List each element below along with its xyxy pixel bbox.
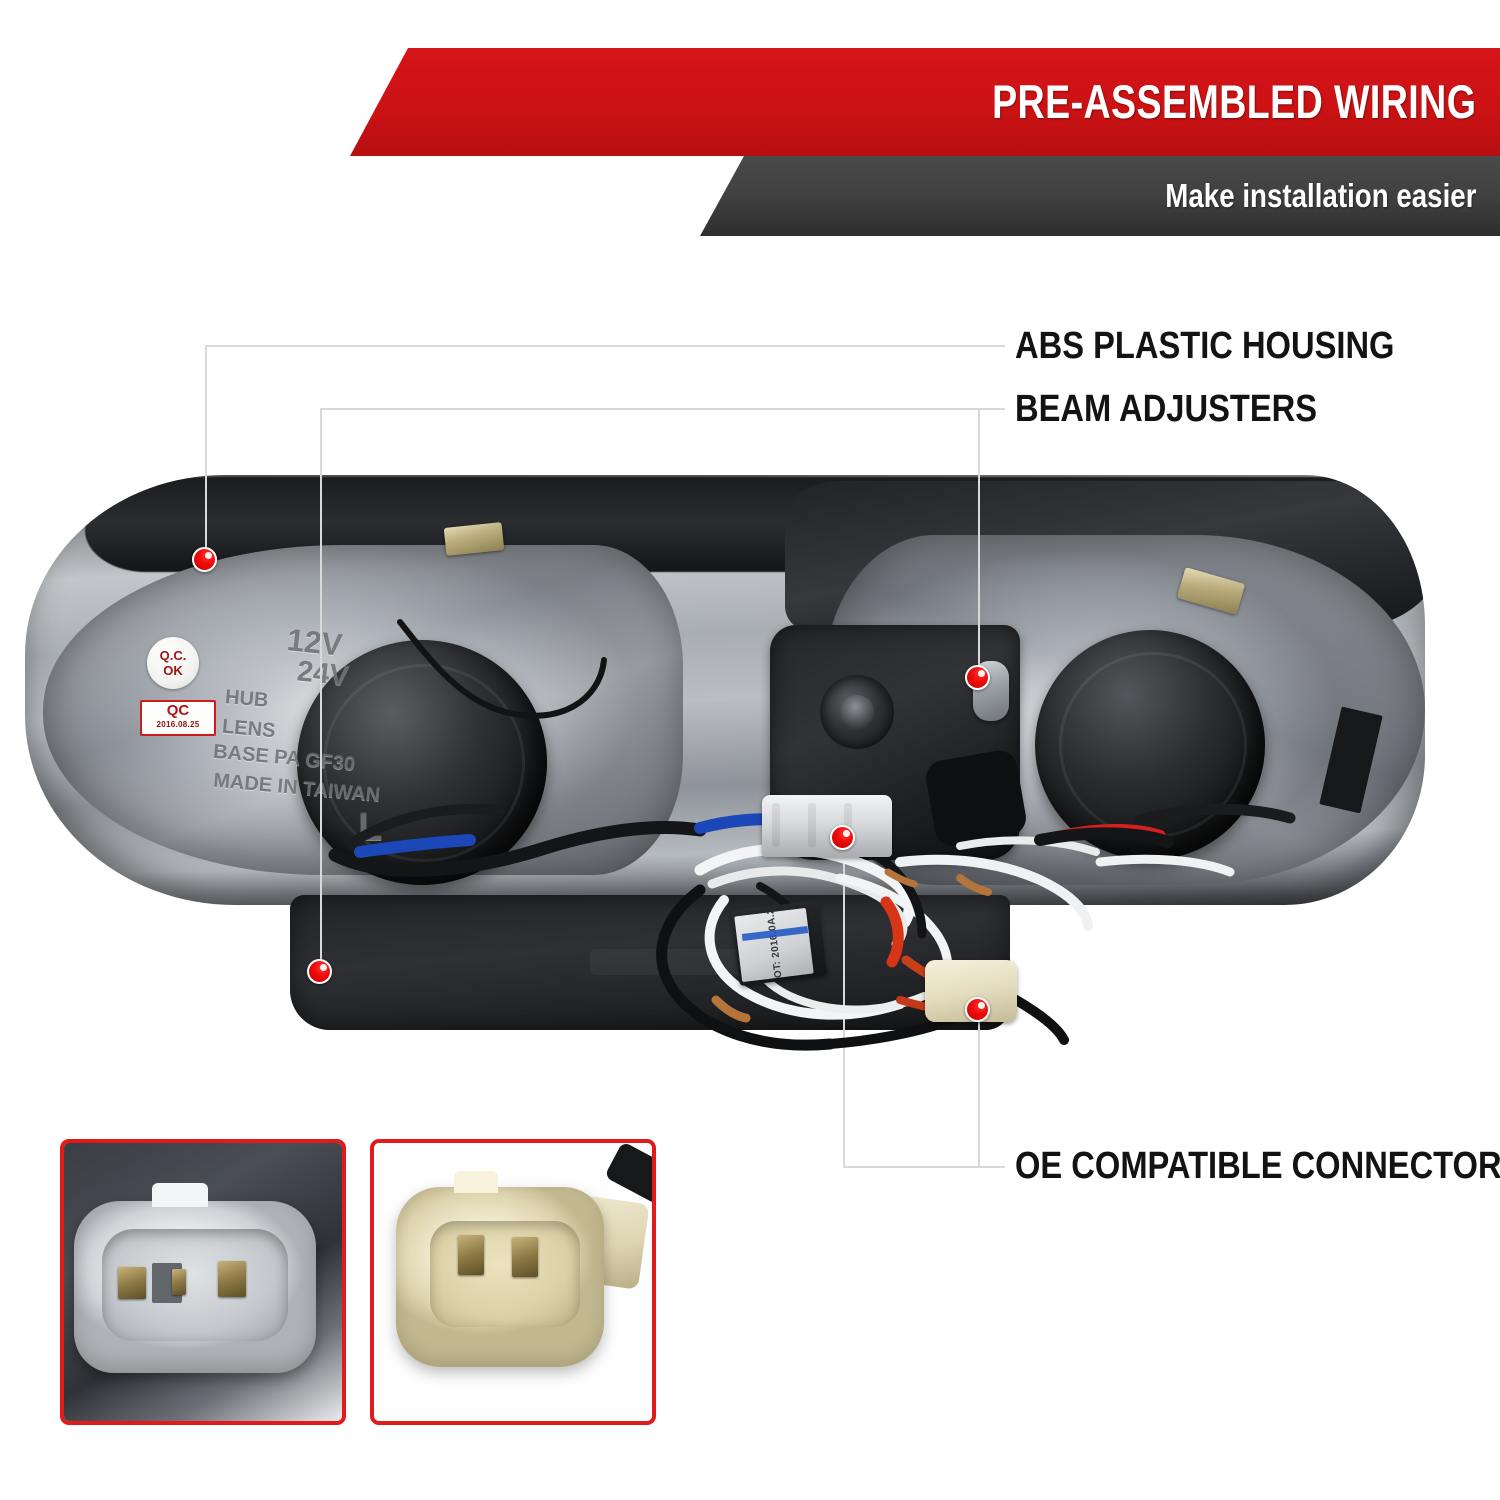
marker-beam-adjuster-screw[interactable] bbox=[965, 665, 990, 690]
leader-oe-horizontal bbox=[843, 1166, 1005, 1168]
callout-label-oe-compatible-connectors: OE COMPATIBLE CONNECTORS bbox=[1015, 1145, 1500, 1187]
marker-housing-lower-left[interactable] bbox=[307, 959, 332, 984]
marker-cream-connector[interactable] bbox=[965, 997, 990, 1022]
qc-date-sticker: QC 2016.08.25 bbox=[140, 700, 216, 736]
inset-photo-white-connector bbox=[60, 1139, 346, 1425]
white-connector-pin-2 bbox=[172, 1269, 186, 1295]
leader-beam-vertical-adjuster bbox=[978, 408, 980, 680]
leader-abs-vertical bbox=[205, 345, 207, 563]
qc-round-line2: OK bbox=[163, 663, 183, 678]
white-connector-pin-1 bbox=[118, 1267, 146, 1299]
marker-abs-plastic-housing[interactable] bbox=[192, 547, 217, 572]
inset-photo-cream-connector bbox=[370, 1139, 656, 1425]
leader-beam-vertical-housing bbox=[320, 408, 322, 976]
header-dark-banner bbox=[700, 156, 1500, 236]
callout-label-abs-plastic-housing: ABS PLASTIC HOUSING bbox=[1015, 325, 1395, 367]
cream-connector-pin-1 bbox=[458, 1235, 484, 1275]
header-title: PRE-ASSEMBLED WIRING bbox=[991, 75, 1476, 128]
leader-abs-horizontal bbox=[205, 345, 1005, 347]
headlight-assembly-photo: 12V 24V HUB LENS BASE PA GF30 MADE IN TA… bbox=[0, 455, 1480, 1095]
bracket-notch bbox=[923, 747, 1029, 849]
callout-label-beam-adjusters: BEAM ADJUSTERS bbox=[1015, 388, 1318, 430]
qc-round-sticker: Q.C. OK bbox=[147, 637, 199, 689]
left-projector-drum bbox=[297, 640, 547, 885]
qc-round-line1: Q.C. bbox=[159, 648, 187, 663]
cream-connector-body bbox=[396, 1171, 604, 1367]
qc-rect-line2: 2016.08.25 bbox=[156, 720, 200, 729]
gray-connector-block bbox=[762, 795, 892, 857]
white-connector-pin-3 bbox=[218, 1261, 246, 1297]
cream-connector-cavity bbox=[430, 1221, 580, 1327]
white-connector-cavity bbox=[102, 1229, 288, 1341]
lamp-housing: 12V 24V HUB LENS BASE PA GF30 MADE IN TA… bbox=[25, 475, 1425, 905]
header-red-banner bbox=[350, 48, 1500, 156]
header-subtitle: Make installation easier bbox=[1164, 177, 1476, 214]
mounting-base-plate bbox=[290, 895, 1010, 1030]
marker-gray-connector[interactable] bbox=[830, 825, 855, 850]
leader-oe-vertical-a bbox=[843, 838, 845, 1166]
qc-rect-line1: QC bbox=[166, 702, 190, 719]
harness-lot-tag: LOT: 2016.0A.22 bbox=[734, 907, 814, 983]
harness-lot-text: LOT: 2016.0A.22 bbox=[764, 907, 786, 983]
cream-connector-pin-2 bbox=[512, 1237, 538, 1277]
leader-beam-horizontal bbox=[320, 408, 1005, 410]
right-bulb-drum bbox=[1035, 630, 1265, 860]
white-connector-body bbox=[74, 1183, 316, 1373]
leader-oe-vertical-b bbox=[978, 1010, 980, 1166]
beam-adjuster-ring bbox=[820, 675, 894, 749]
